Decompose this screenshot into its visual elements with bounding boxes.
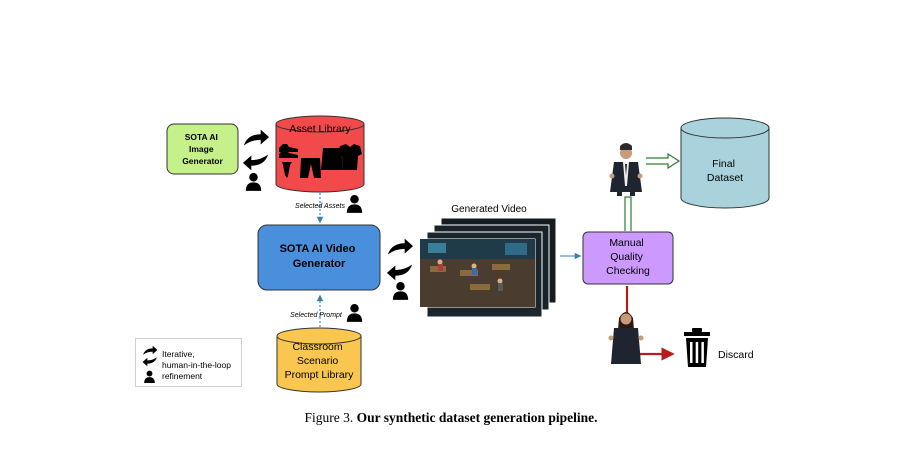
shorts-icon [321,148,343,170]
svg-text:Final Dataset: Final Dataset [707,158,743,184]
svg-text:SOTA AI Video Generator: SOTA AI Video Generator [280,243,359,270]
video-generator-node: SOTA AI Video Generator [257,224,381,291]
legend-line-3: refinement [162,371,203,381]
legend-box: Iterative, human-in-the-loop refinement [135,338,242,387]
video-iterate-back-arrow-icon [386,264,413,281]
iterate-back-arrow-icon [242,154,269,171]
quality-check-label-3: Checking [606,265,650,277]
shirt-icon [338,144,362,170]
asset-library-node: Asset Library [275,115,365,193]
trash-icon [684,328,710,367]
image-generator-label-3: Generator [182,156,223,166]
trousers-icon [300,158,321,178]
prompt-library-label-3: Prompt Library [285,369,355,381]
quality-check-label-2: Quality [610,251,643,263]
shoes-icon [279,144,298,158]
caption-title: Our synthetic dataset generation pipelin… [356,410,598,425]
svg-text:Manual Quality Che: Manual Quality Checking [606,237,650,277]
legend-person-icon [144,370,155,383]
selected-prompt-label: Selected Prompt [290,312,343,319]
video-generator-label-2: Generator [293,258,346,270]
image-generator-label-2: Image [189,144,214,154]
figure-caption: Figure 3. Our synthetic dataset generati… [0,410,902,426]
final-dataset-label-2: Dataset [707,172,743,184]
iterate-forward-arrow-icon [243,129,270,146]
human-reviewer-icon [245,173,262,191]
legend-forward-arrow-icon [143,345,158,355]
final-dataset-label-1: Final [712,158,735,170]
tie-icon [282,162,292,178]
selected-assets-label: Selected Assets [295,203,345,210]
legend-line-1: Iterative, [162,349,195,359]
legend-icons [142,345,158,383]
legend-back-arrow-icon [142,357,157,367]
disapproving-person-icon [608,312,644,364]
generated-video-node: Generated Video [419,204,557,318]
final-dataset-node: Final Dataset [680,117,770,209]
video-frame-thumbnail [419,238,536,308]
approving-person-icon [609,143,643,196]
discard-label: Discard [718,349,754,361]
legend-line-2: human-in-the-loop [162,360,231,370]
image-generator-label-1: SOTA AI [185,132,218,142]
svg-text:Classroom Scenario: Classroom Scenario Prompt Library [285,341,355,381]
image-generator-node: SOTA AI Image Generator [166,123,239,175]
asset-selector-person-icon [346,195,363,213]
approve-arrow [624,152,681,231]
video-reviewer-icon [392,282,409,300]
quality-check-label-1: Manual [609,237,643,249]
prompt-library-label-1: Classroom [292,341,342,353]
video-generator-label-1: SOTA AI Video [280,243,356,255]
prompt-library-label-2: Scenario [297,355,339,367]
asset-library-label: Asset Library [289,123,351,135]
prompt-selector-person-icon [346,304,363,322]
svg-text:SOTA AI Image Gene: SOTA AI Image Generator [182,132,223,166]
prompt-library-node: Classroom Scenario Prompt Library [276,327,362,393]
video-iterate-forward-arrow-icon [387,238,414,255]
caption-prefix: Figure 3. [304,410,354,425]
generated-video-label: Generated Video [451,204,527,215]
legend-text: Iterative, human-in-the-loop refinement [162,349,242,382]
quality-check-node: Manual Quality Checking [582,231,674,285]
